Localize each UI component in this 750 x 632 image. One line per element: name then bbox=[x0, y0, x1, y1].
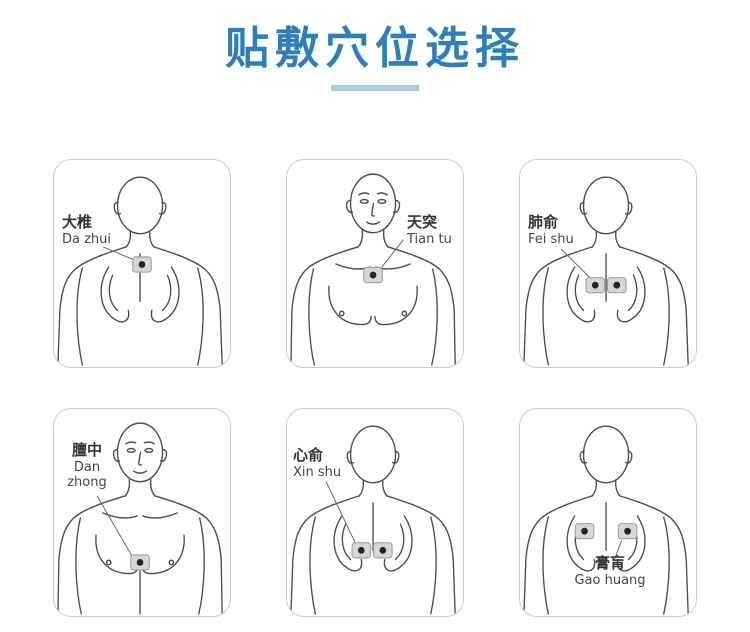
patch-center-dot bbox=[613, 282, 621, 289]
header: 贴敷穴位选择 bbox=[0, 0, 750, 92]
acupoint-name-pinyin: Fei shu bbox=[528, 231, 574, 247]
panel-dazhui: 大椎 Da zhui bbox=[53, 159, 231, 369]
acupoint-name-cn: 大椎 bbox=[62, 213, 93, 232]
acupoint-patch-icon bbox=[607, 277, 627, 294]
title-underline bbox=[331, 85, 419, 92]
acupoint-panel-grid: 大椎 Da zhui 天突 Tian tu bbox=[0, 159, 750, 618]
acupoint-label-danzhong: 膻中 Dan zhong bbox=[64, 441, 110, 491]
leader-line bbox=[102, 246, 135, 261]
panel-tiantu: 天突 Tian tu bbox=[286, 159, 464, 369]
acupoint-label-xinshu: 心俞 Xin shu bbox=[293, 447, 341, 480]
acupoint-name-pinyin: Xin shu bbox=[293, 464, 342, 480]
patch-center-dot bbox=[136, 559, 144, 567]
acupoint-name-cn: 天突 bbox=[407, 213, 438, 232]
leader-line bbox=[325, 481, 356, 544]
panel-xinshu: 心俞 Xin shu bbox=[286, 408, 464, 618]
patch-center-dot bbox=[624, 528, 631, 535]
patch-center-dot bbox=[581, 528, 588, 535]
patch-center-dot bbox=[379, 547, 387, 555]
acupoint-name-pinyin: Dan zhong bbox=[67, 459, 107, 491]
patch-center-dot bbox=[369, 271, 377, 279]
patch-center-dot bbox=[357, 547, 365, 555]
acupoint-patch-icon bbox=[363, 267, 383, 284]
back-torso-figure bbox=[57, 176, 223, 366]
panel-gaohuang: 膏肓 Gao huang bbox=[519, 408, 697, 618]
acupoint-patch-icon bbox=[585, 277, 606, 294]
panel-danzhong: 膻中 Dan zhong bbox=[53, 408, 231, 618]
acupoint-name-cn: 膏肓 bbox=[594, 554, 625, 573]
acupoint-label-feishu: 肺俞 Fei shu bbox=[528, 214, 574, 247]
acupoint-name-cn: 膻中 bbox=[71, 441, 102, 460]
patch-center-dot bbox=[138, 261, 146, 269]
front-torso-figure bbox=[290, 173, 456, 366]
acupoint-patch-icon bbox=[373, 542, 393, 559]
acupoint-name-cn: 心俞 bbox=[293, 446, 324, 465]
back-torso-figure bbox=[290, 425, 456, 615]
front-torso-figure bbox=[57, 422, 223, 615]
acupoint-patch-icon bbox=[574, 523, 595, 540]
acupoint-patch-icon bbox=[617, 523, 638, 540]
leader-line bbox=[560, 248, 590, 278]
acupoint-name-pinyin: Da zhui bbox=[62, 231, 112, 247]
leader-line bbox=[614, 540, 623, 559]
acupoint-patch-icon bbox=[130, 554, 150, 571]
leader-line bbox=[96, 495, 133, 557]
acupoint-patch-icon bbox=[132, 256, 152, 273]
panel-feishu: 肺俞 Fei shu bbox=[519, 159, 697, 369]
page-title: 贴敷穴位选择 bbox=[225, 23, 525, 74]
acupoint-label-dazhui: 大椎 Da zhui bbox=[62, 214, 111, 247]
leader-line bbox=[381, 239, 404, 268]
acupoint-patch-icon bbox=[351, 542, 372, 559]
acupoint-name-cn: 肺俞 bbox=[528, 213, 559, 232]
torso-back-outline bbox=[523, 176, 689, 366]
back-torso-figure bbox=[523, 176, 689, 366]
patch-center-dot bbox=[591, 282, 599, 289]
acupoint-name-pinyin: Gao huang bbox=[574, 572, 646, 588]
acupoint-label-gaohuang: 膏肓 Gao huang bbox=[568, 555, 652, 588]
back-torso-figure bbox=[523, 425, 689, 615]
acupoint-label-tiantu: 天突 Tian tu bbox=[407, 214, 452, 247]
acupoint-name-pinyin: Tian tu bbox=[407, 231, 452, 247]
